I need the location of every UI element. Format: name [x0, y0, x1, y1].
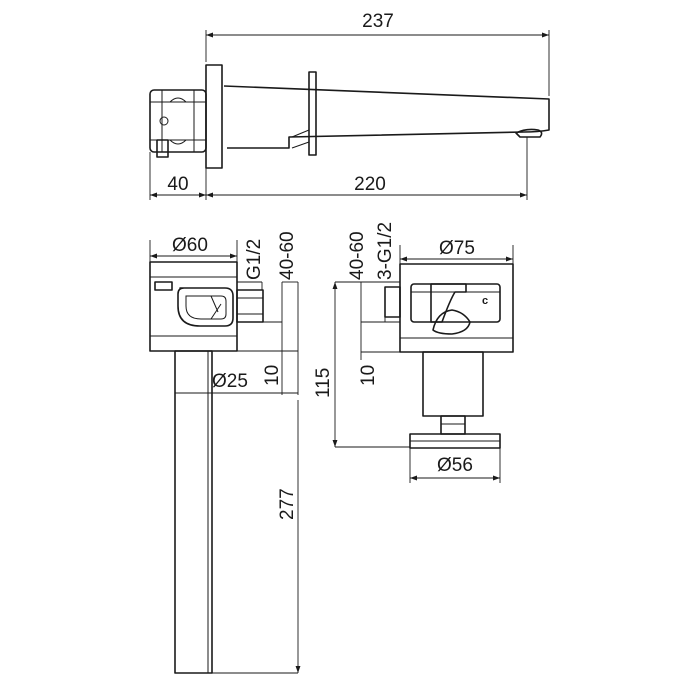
spout-outlet — [515, 128, 543, 138]
thread-size: 3-G1/2 — [375, 222, 396, 280]
thread-connector — [236, 289, 264, 323]
stem-neck — [440, 415, 466, 435]
valve-stem — [422, 351, 484, 417]
handle-inner — [185, 295, 227, 320]
thread-size: G1/2 — [244, 239, 265, 280]
dim-spout-length: 277 — [277, 488, 298, 520]
dim-depth-range: 40-60 — [277, 231, 298, 280]
dim-spout-reach: 220 — [354, 174, 386, 195]
mounting-screw — [159, 116, 169, 126]
dim-handle-diameter: Ø56 — [437, 455, 473, 476]
lever — [430, 283, 467, 323]
wall-flange — [205, 64, 223, 169]
mounting-clip — [156, 139, 169, 158]
dim-overall-length: 237 — [362, 11, 394, 32]
lever-shaft — [308, 71, 317, 156]
right-view: c 40-60 3-G1/2 Ø75 10 115 Ø56 — [313, 222, 514, 483]
dim-wall-depth: 40 — [167, 174, 188, 195]
dim-wall-offset: 10 — [262, 365, 283, 386]
side-bracket — [154, 281, 173, 291]
mounting-detail — [150, 90, 206, 152]
spout-arm — [223, 85, 550, 149]
lever-knob — [432, 309, 471, 335]
handle-outline — [177, 287, 234, 327]
left-view: Ø60 G1/2 40-60 Ø25 10 277 — [149, 231, 301, 674]
cold-indicator: c — [482, 295, 488, 307]
vertical-spout — [174, 350, 213, 674]
lever-bracket — [291, 129, 310, 149]
top-view: 237 40 220 — [149, 11, 550, 200]
dim-wall-offset: 10 — [358, 365, 379, 386]
dim-depth-range: 40-60 — [347, 231, 368, 280]
body-square — [149, 261, 238, 352]
mounting-body — [149, 89, 207, 153]
dim-body-diameter: Ø60 — [172, 235, 208, 256]
handle-notch — [210, 295, 222, 320]
dim-pipe-diameter: Ø25 — [212, 371, 248, 392]
thread-connector — [384, 286, 401, 318]
mixer-body — [399, 263, 514, 353]
dim-height: 115 — [313, 368, 334, 398]
dim-body-diameter: Ø75 — [439, 238, 475, 259]
